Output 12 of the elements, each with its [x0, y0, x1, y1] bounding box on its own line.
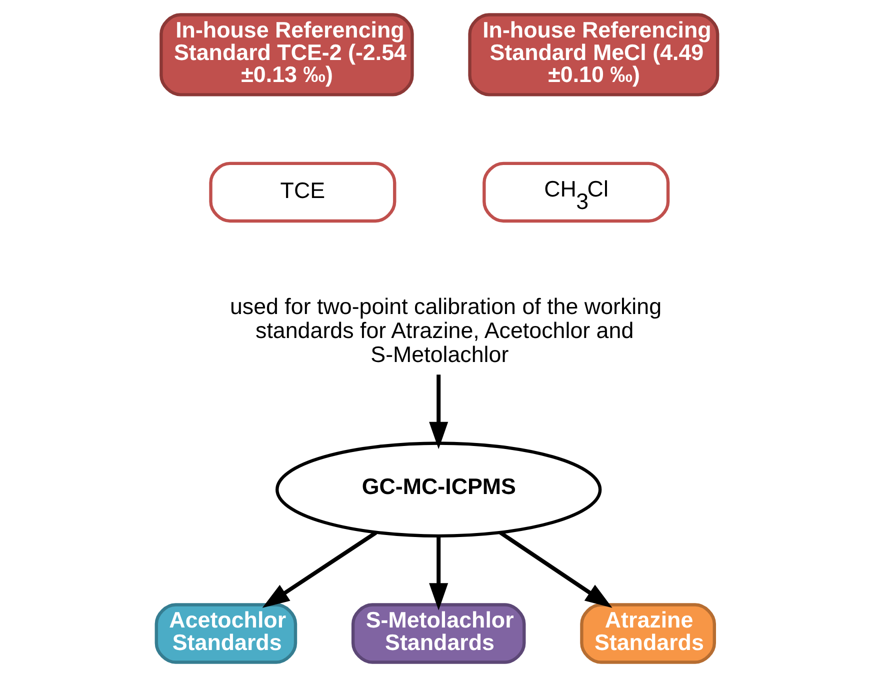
node-ellipse: GC-MC-ICPMS [276, 442, 602, 538]
node-text: used for two-point calibration of the working standards for Atrazine, Acetochlor and S-Metolachlor [230, 294, 662, 368]
node-box: In-house Referencing Standard TCE-2 (-2.54 ±0.13 ‰) [160, 13, 414, 96]
node-box: S-Metolachlor Standards [351, 603, 526, 664]
arrow [262, 530, 378, 608]
node-box: In-house Referencing Standard MeCl (4.49 ±0.10 ‰) [468, 13, 720, 96]
arrow [499, 531, 612, 608]
arrow [429, 536, 448, 610]
node-box: Atrazine Standards [580, 603, 716, 664]
node-box: TCE [209, 162, 396, 223]
node-box: Acetochlor Standards [154, 603, 298, 664]
arrow [429, 374, 448, 450]
